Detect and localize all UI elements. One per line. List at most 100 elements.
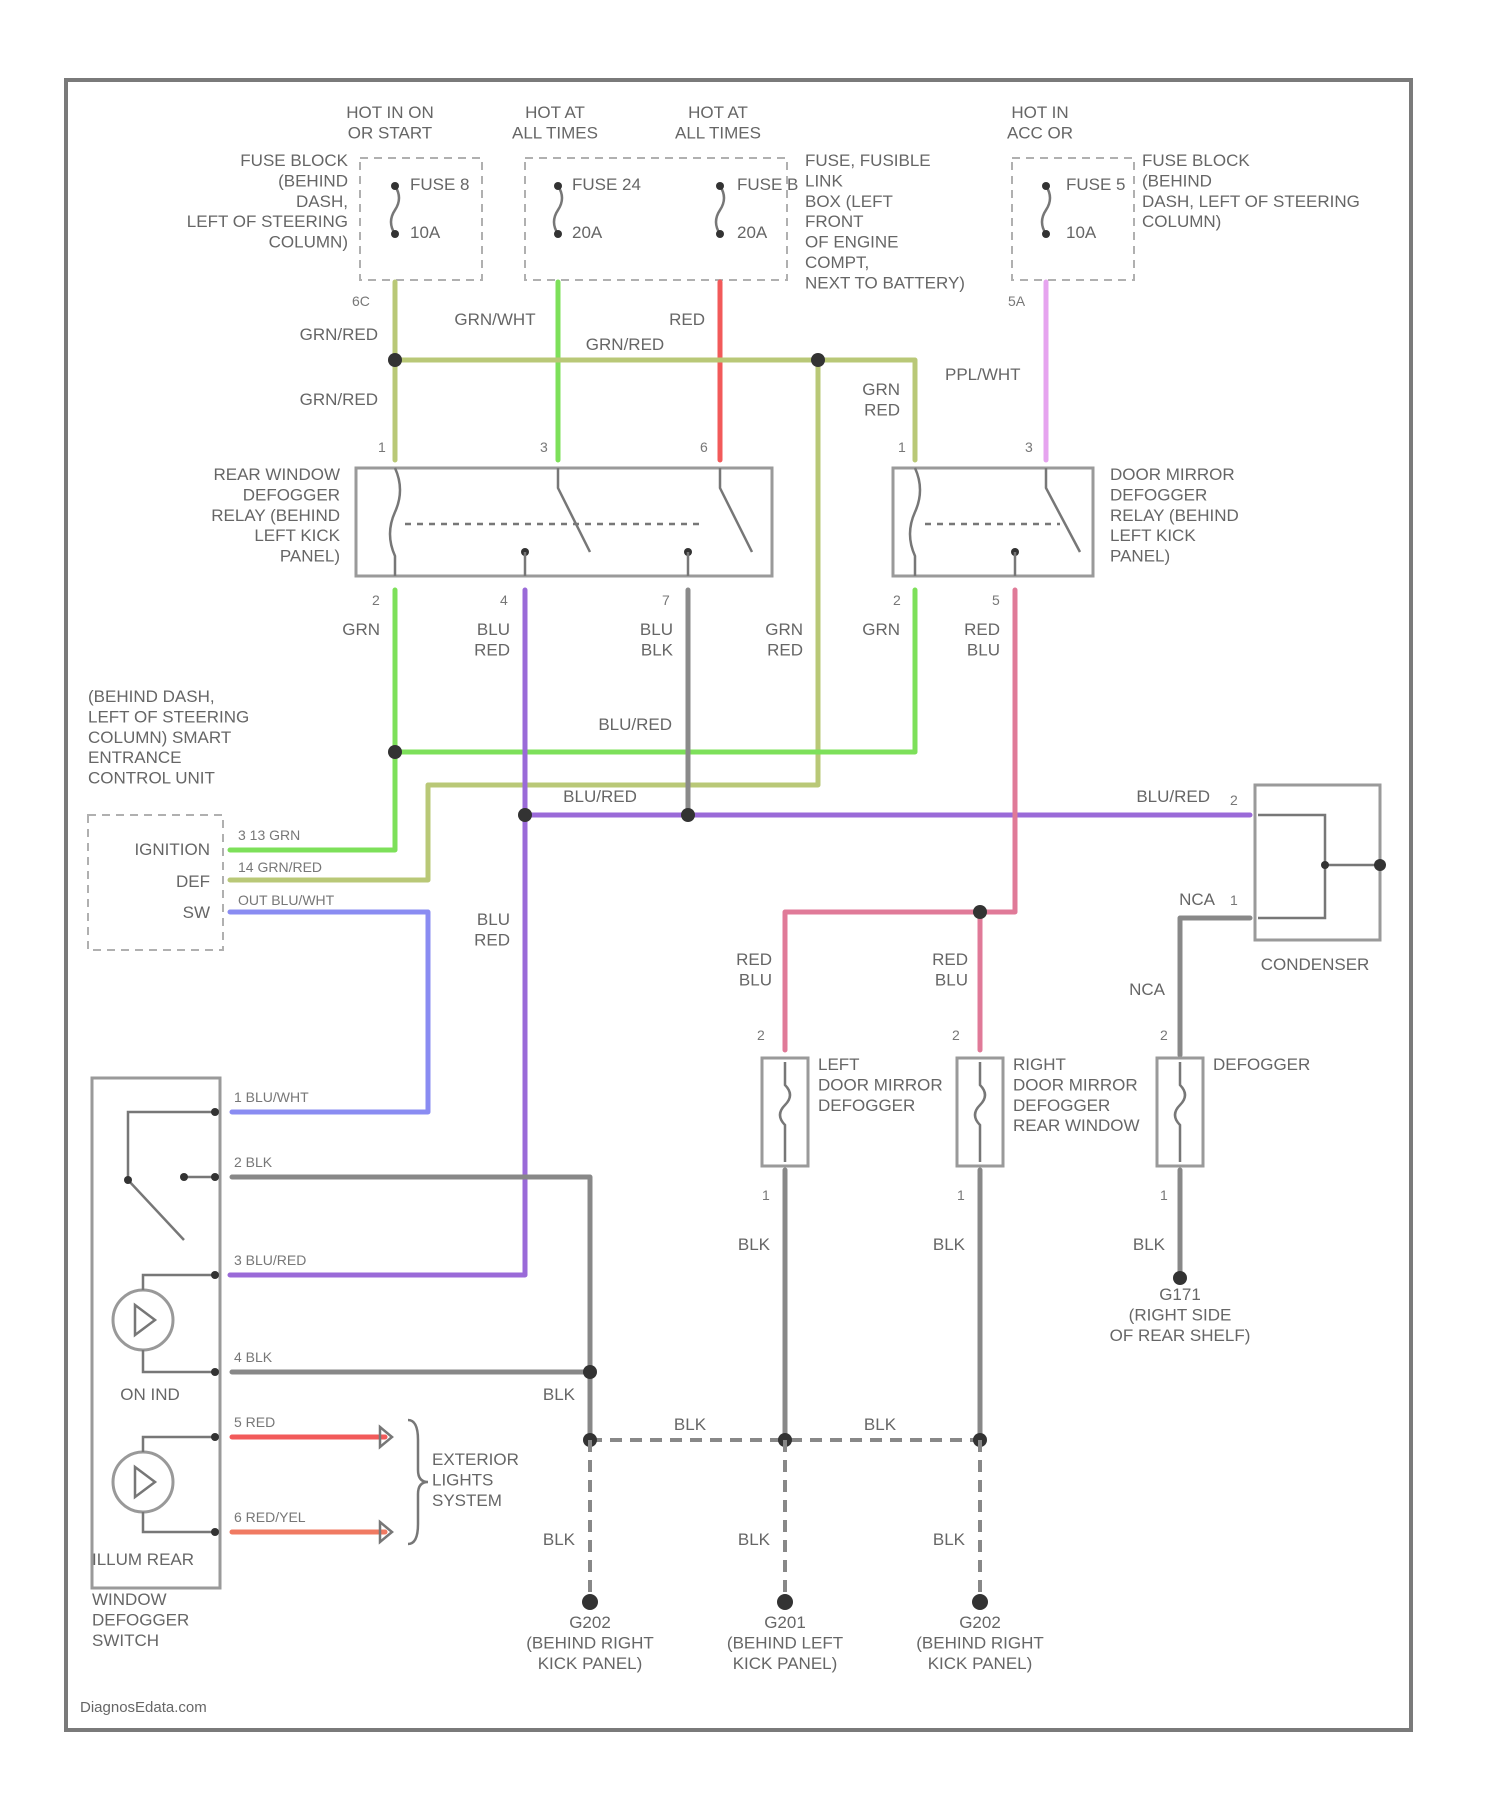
wire-label-red-blu-a: REDBLU (964, 620, 1000, 659)
switch-pin-5: 5 RED (234, 1414, 275, 1430)
fuse-b-label: FUSE B (737, 175, 798, 194)
fuse-8 (391, 182, 399, 238)
illumination-lamp (113, 1452, 173, 1512)
wire-label-grn-a: GRN (342, 620, 380, 639)
wire-label-red: RED (669, 310, 705, 329)
switch-pin-3: 3 BLU/RED (234, 1252, 306, 1268)
svg-text:2: 2 (952, 1027, 960, 1043)
svg-text:2: 2 (372, 592, 380, 608)
svg-text:1: 1 (898, 439, 906, 455)
fuse-block-left-location: FUSE BLOCK(BEHINDDASH,LEFT OF STEERINGCO… (187, 151, 349, 252)
splice-red-blu (973, 905, 987, 919)
wire-label-blk-8: BLK (738, 1530, 771, 1549)
splice-grn-red-left (388, 353, 402, 367)
svg-text:6: 6 (700, 439, 708, 455)
defogger-switch-body (92, 1078, 220, 1588)
svg-text:2: 2 (1230, 792, 1238, 808)
wire-blk-switch-4 (232, 1372, 590, 1440)
mirror-relay-contact (1046, 468, 1080, 552)
wire-label-grn-red: GRN/RED (300, 325, 378, 344)
on-ind-label: ON IND (120, 1385, 180, 1404)
smart-unit-pin-ignition: 3 13 GRN (238, 827, 300, 843)
svg-text:2: 2 (757, 1027, 765, 1043)
ground-g1-symbol (582, 1594, 598, 1610)
splice-blu-red-left (518, 808, 532, 822)
svg-text:1: 1 (378, 439, 386, 455)
wire-label-blk-4: BLK (543, 1385, 576, 1404)
splice-blu-red-right (681, 808, 695, 822)
wire-grn-red-bus (395, 360, 915, 460)
smart-unit-pin-def: 14 GRN/RED (238, 859, 322, 875)
wire-label-blu-blk: BLUBLK (640, 620, 674, 659)
wire-label-blk-5: BLK (674, 1415, 707, 1434)
fuse-24-rating: 20A (572, 223, 603, 242)
rear-relay-contact-2 (720, 468, 752, 552)
power-label-acc: HOT INACC OR (1007, 103, 1073, 142)
rear-relay-coil (390, 468, 400, 576)
fuse-5-label: FUSE 5 (1066, 175, 1126, 194)
fuse-pin-right: 5A (1008, 293, 1026, 309)
watermark: DiagnosEdata.com (80, 1699, 207, 1716)
wire-label-grn-b: GRN (862, 620, 900, 639)
fuse-b (716, 182, 724, 238)
ground-g2-symbol (777, 1594, 793, 1610)
wire-label-blk-3: BLK (1133, 1235, 1166, 1254)
wire-label-blu-red-low: BLURED (474, 910, 510, 949)
defogger-label: DEFOGGER (1213, 1055, 1310, 1074)
splice-grn-red-right (811, 353, 825, 367)
wire-label-blu-red-h: BLU/RED (563, 787, 637, 806)
wire-label-ppl-wht: PPL/WHT (945, 365, 1021, 384)
wire-label-blk-9: BLK (933, 1530, 966, 1549)
fuse-8-rating: 10A (410, 223, 441, 242)
svg-text:1: 1 (1230, 892, 1238, 908)
fuse-8-label: FUSE 8 (410, 175, 470, 194)
wire-label-blk-2: BLK (933, 1235, 966, 1254)
svg-text:1: 1 (1160, 1187, 1168, 1203)
smart-unit-pin-sw: OUT BLU/WHT (238, 892, 335, 908)
wire-label-grn-red-b: GRNRED (765, 620, 803, 659)
svg-text:2: 2 (893, 592, 901, 608)
wire-label-grn-red-left: GRN/RED (300, 390, 378, 409)
switch-pin-2: 2 BLK (234, 1154, 273, 1170)
svg-text:3: 3 (1025, 439, 1033, 455)
wire-label-blk-7: BLK (543, 1530, 576, 1549)
wire-blu-wht-sw (230, 912, 428, 1112)
rear-relay-contact-1 (558, 468, 590, 552)
fuse-5-rating: 10A (1066, 223, 1097, 242)
svg-text:1: 1 (762, 1187, 770, 1203)
svg-text:4: 4 (500, 592, 508, 608)
fuse-5 (1042, 182, 1050, 238)
condenser-label: CONDENSER (1261, 955, 1370, 974)
svg-text:2: 2 (1160, 1027, 1168, 1043)
wire-label-blu-red-right: BLU/RED (1136, 787, 1210, 806)
wire-label-grn-red-top: GRN/RED (586, 335, 664, 354)
exterior-brace (408, 1420, 428, 1544)
wire-label-grn-wht: GRN/WHT (454, 310, 535, 329)
smart-unit-sw: SW (183, 903, 210, 922)
switch-pin-6: 6 RED/YEL (234, 1509, 306, 1525)
fuse-24 (554, 182, 562, 238)
wire-label-blu-red-mid: BLU/RED (598, 715, 672, 734)
smart-unit-def: DEF (176, 872, 210, 891)
ground-g171-symbol (1173, 1271, 1187, 1285)
rear-relay-label: REAR WINDOWDEFOGGERRELAY (BEHINDLEFT KIC… (211, 465, 340, 566)
splice-blk-switch (583, 1365, 597, 1379)
switch-pin-1: 1 BLU/WHT (234, 1089, 309, 1105)
illum-label: ILLUM REAR (92, 1550, 194, 1569)
wire-label-nca-1: NCA (1179, 890, 1216, 909)
fuse-24-label: FUSE 24 (572, 175, 641, 194)
